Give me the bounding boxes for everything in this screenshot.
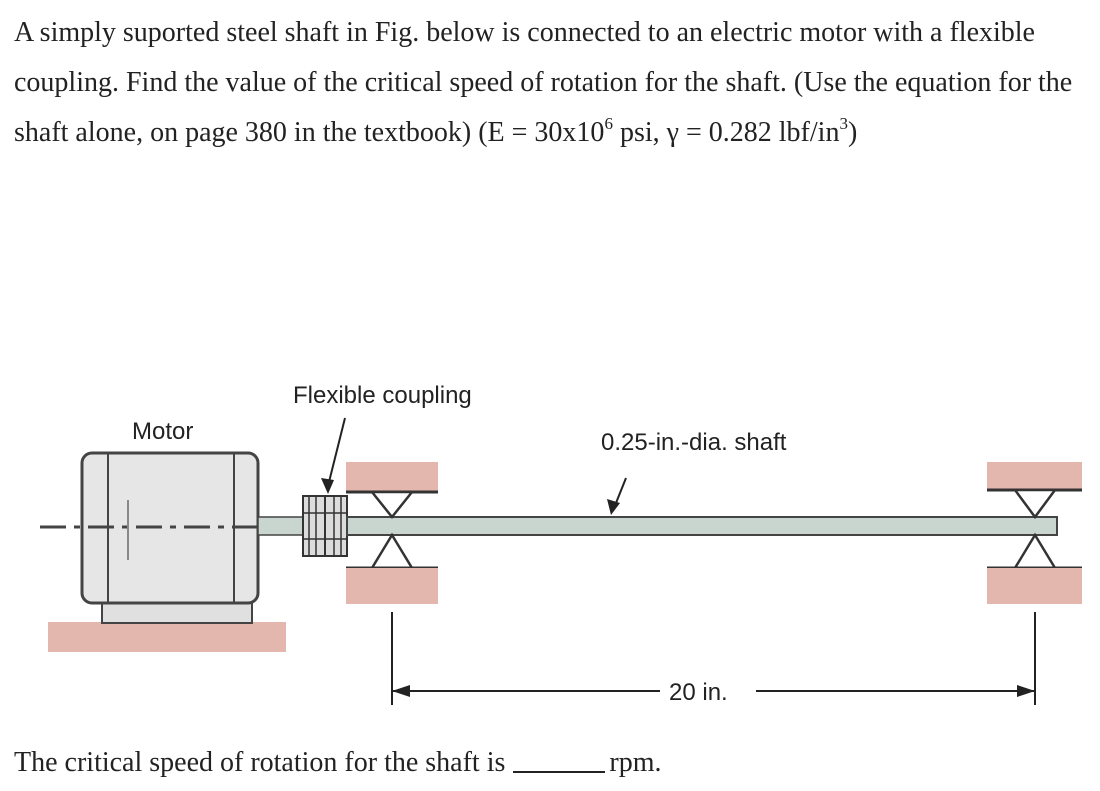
shaft-label: 0.25-in.-dia. shaft: [601, 429, 787, 456]
answer-prefix: The critical speed of rotation for the s…: [14, 747, 506, 778]
unit-exponent: 3: [839, 113, 848, 133]
coupling-leader: [327, 417, 346, 487]
problem-text-2: psi, γ = 0.282 lbf/in: [612, 117, 840, 148]
right-bearing: [987, 462, 1082, 604]
span-label: 20 in.: [669, 679, 728, 706]
main-shaft: [346, 516, 1058, 536]
answer-unit: rpm.: [609, 747, 662, 778]
motor-label: Motor: [132, 418, 193, 445]
coupling-arrowhead: [321, 478, 334, 494]
motor-base: [101, 602, 253, 624]
flexible-coupling: [302, 495, 348, 557]
dimension-arrow-left: [392, 685, 410, 697]
answer-blank[interactable]: [513, 745, 606, 773]
problem-statement: A simply suported steel shaft in Fig. be…: [14, 8, 1089, 158]
left-bearing: [346, 462, 438, 604]
dimension-arrow-right: [1017, 685, 1035, 697]
answer-line: The critical speed of rotation for the s…: [14, 738, 662, 788]
coupling-label: Flexible coupling: [293, 382, 472, 409]
e-exponent: 6: [604, 113, 613, 133]
problem-text-1: A simply suported steel shaft in Fig. be…: [14, 17, 1073, 148]
motor-ground: [48, 622, 286, 652]
problem-text-3: ): [847, 117, 858, 148]
shaft-arrowhead: [607, 499, 620, 515]
